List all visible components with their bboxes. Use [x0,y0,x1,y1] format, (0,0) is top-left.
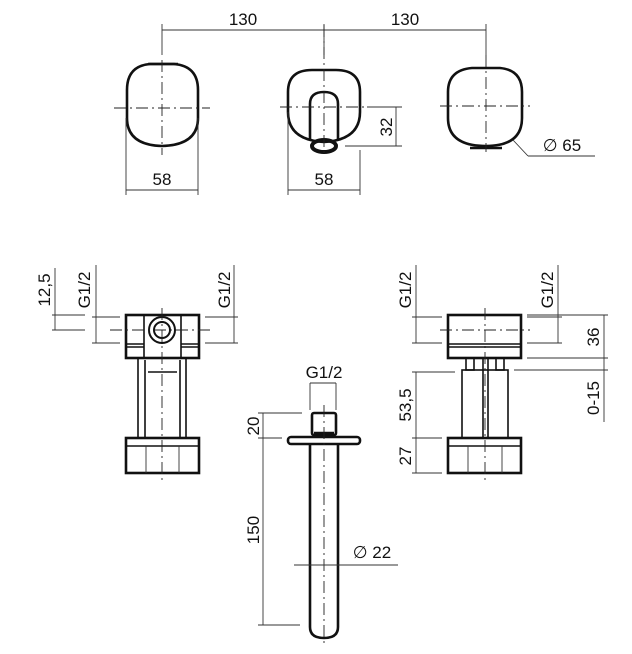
body-height-label: 36 [584,328,603,347]
left-handle-front: 58 [114,60,210,195]
extension-length-label: 53,5 [396,388,415,421]
spout-projection-label: 32 [377,118,396,137]
left-side-view: 12,5 G1/2 G1/2 [35,265,238,480]
spout-diameter-label: ∅ 22 [353,543,391,562]
front-view: 130 130 58 58 32 [114,10,595,195]
left-handle-width-label: 58 [153,170,172,189]
thread-left-label: G1/2 [75,272,94,309]
right-handle-diameter-label: ∅ 65 [543,136,581,155]
right-handle-front: ∅ 65 [440,55,595,157]
spout-plate-front: 58 32 [280,25,402,195]
spout-plate-width-label: 58 [315,170,334,189]
thread-right-label: G1/2 [215,272,234,309]
spout-thread-label: G1/2 [306,363,343,382]
offset-label: 12,5 [35,273,54,306]
spout-side-view: G1/2 20 150 ∅ 22 [244,363,398,645]
spout-length-label: 150 [244,516,263,544]
right-thread-right-label: G1/2 [538,272,557,309]
adjustment-range-label: 0-15 [584,381,603,415]
spacing-left-label: 130 [229,10,257,29]
base-height-label: 27 [396,447,415,466]
spacing-right-label: 130 [391,10,419,29]
right-thread-left-label: G1/2 [396,272,415,309]
right-side-view: G1/2 53,5 27 G1/2 36 0-15 [396,265,608,480]
flange-height-label: 20 [244,417,263,436]
